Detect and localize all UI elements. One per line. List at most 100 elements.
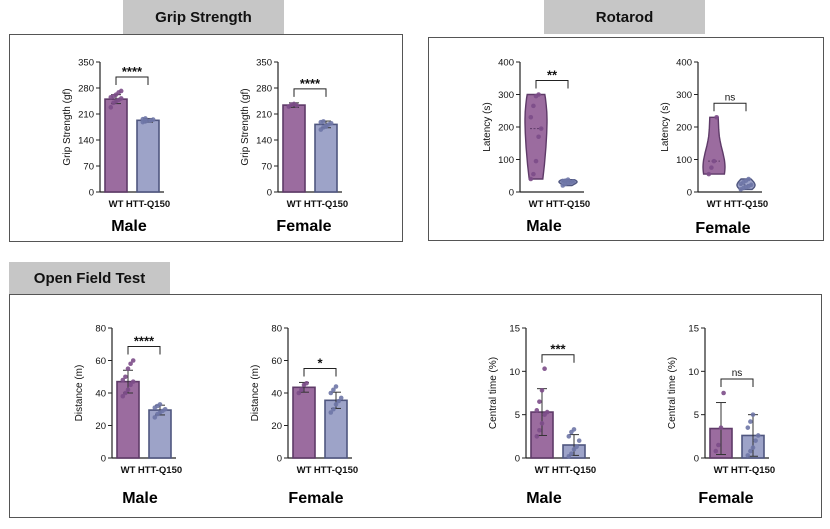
y-tick-label: 15	[688, 324, 699, 335]
data-point	[130, 358, 136, 363]
y-tick-label: 200	[676, 123, 692, 134]
data-point	[714, 114, 719, 120]
y-tick-label: 60	[95, 356, 106, 367]
data-point	[333, 384, 339, 389]
significance-label: ns	[732, 368, 743, 379]
violin	[702, 116, 726, 175]
x-category-label: WT	[707, 199, 722, 210]
y-tick-label: 280	[256, 84, 272, 95]
rotarod-section-title: Rotarod	[544, 0, 705, 34]
data-point	[328, 120, 334, 126]
x-category-label: HTT-Q150	[552, 465, 596, 476]
y-tick-label: 0	[267, 188, 272, 199]
data-point	[745, 425, 751, 430]
y-tick-label: 70	[83, 162, 94, 173]
data-point	[755, 433, 761, 438]
data-point	[713, 448, 719, 454]
y-tick-label: 40	[95, 389, 106, 400]
significance-bracket	[541, 354, 575, 363]
x-category-label: WT	[535, 465, 550, 476]
significance-bracket	[535, 80, 569, 89]
y-tick-label: 100	[498, 155, 514, 166]
data-point	[748, 419, 753, 424]
significance-label: ****	[134, 334, 155, 349]
significance-label: **	[547, 68, 558, 83]
y-axis-label: Grip Strength (gf)	[62, 88, 73, 165]
open-field-section-title: Open Field Test	[9, 262, 170, 294]
data-point	[128, 361, 133, 367]
data-point	[331, 406, 336, 412]
y-tick-label: 0	[509, 188, 514, 199]
open-field-frame	[9, 294, 822, 518]
x-category-label: HTT-Q150	[304, 199, 348, 210]
significance-label: ***	[550, 342, 566, 357]
data-point	[130, 379, 136, 384]
data-point	[539, 388, 545, 393]
data-point	[718, 425, 724, 430]
data-point	[569, 451, 574, 456]
y-axis-label: Latency (s)	[660, 102, 671, 151]
x-category-label: WT	[714, 465, 729, 476]
y-tick-label: 10	[509, 367, 520, 378]
data-point	[323, 124, 329, 129]
data-point	[333, 402, 339, 407]
data-point	[536, 134, 541, 140]
x-category-label: WT	[121, 465, 136, 476]
data-point	[118, 88, 124, 94]
data-point	[534, 434, 540, 439]
significance-bracket	[293, 88, 327, 97]
data-point	[531, 103, 536, 109]
x-category-label: WT	[287, 199, 302, 210]
data-point	[537, 399, 542, 404]
data-point	[294, 103, 299, 108]
x-category-label: HTT-Q150	[546, 199, 590, 210]
bar	[324, 399, 348, 459]
y-tick-label: 80	[271, 324, 282, 335]
data-point	[716, 442, 721, 448]
y-tick-label: 210	[78, 110, 94, 121]
violin	[524, 93, 548, 180]
bar	[148, 409, 172, 459]
y-tick-label: 15	[509, 324, 520, 335]
data-point	[538, 126, 544, 131]
data-point	[528, 176, 534, 182]
y-axis-label: Central time (%)	[667, 357, 678, 429]
data-point	[706, 171, 712, 177]
central-time-female-caption: Female	[698, 490, 754, 507]
significance-label: ****	[300, 76, 321, 91]
data-point	[721, 390, 726, 396]
data-point	[321, 119, 326, 124]
x-category-label: HTT-Q150	[724, 199, 768, 210]
x-category-label: HTT-Q150	[314, 465, 358, 476]
grip-strength-male-caption: Male	[111, 218, 147, 235]
significance-bracket	[115, 76, 149, 85]
y-axis-label: Grip Strength (gf)	[240, 88, 251, 165]
data-point	[125, 366, 131, 371]
data-point	[157, 402, 163, 407]
data-point	[746, 176, 751, 182]
data-point	[750, 412, 756, 417]
y-tick-label: 300	[676, 90, 692, 101]
data-point	[570, 179, 576, 184]
data-point	[123, 374, 128, 380]
y-tick-label: 0	[101, 454, 106, 465]
rotarod-male-caption: Male	[526, 218, 562, 235]
data-point	[528, 114, 534, 120]
data-point	[338, 395, 344, 401]
data-point	[534, 408, 540, 413]
x-category-label: WT	[297, 465, 312, 476]
data-point	[537, 427, 542, 433]
data-point	[143, 116, 148, 121]
bar	[314, 123, 338, 193]
y-tick-label: 100	[676, 155, 692, 166]
